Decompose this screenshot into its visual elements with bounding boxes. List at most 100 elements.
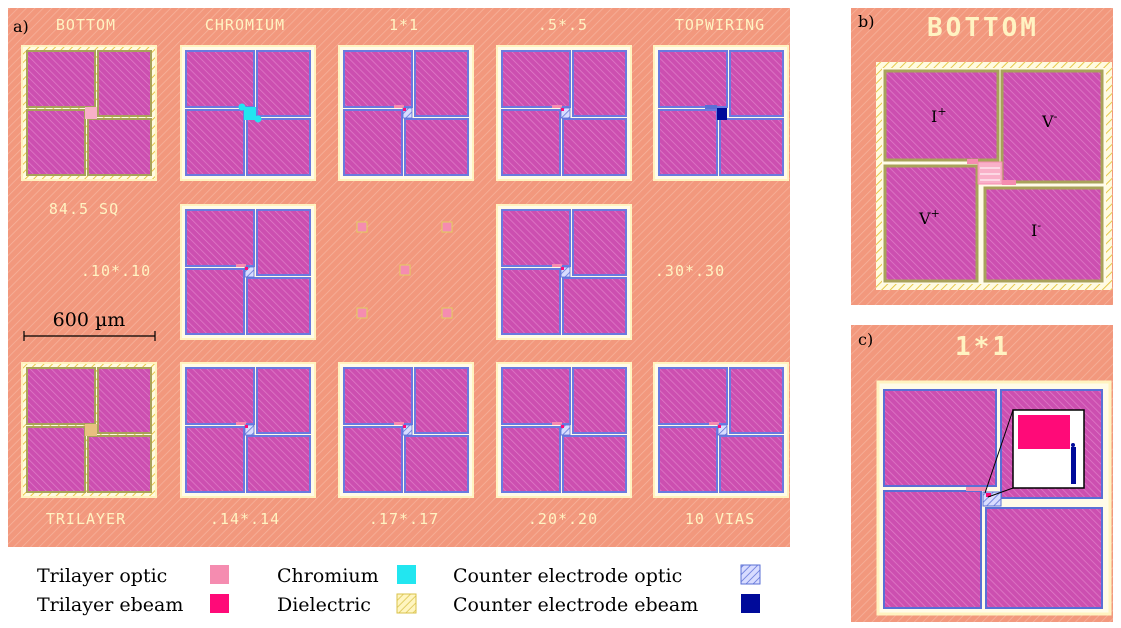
legend: Trilayer optic Chromium Counter electrod… [8, 549, 790, 621]
chip-pad [572, 367, 627, 434]
pin-label-v-plus: V+ [918, 207, 940, 228]
junction-ce [402, 107, 413, 119]
chip-pad [562, 118, 627, 176]
legend-label-ce-ebeam: Counter electrode ebeam [453, 594, 698, 616]
pad-i-minus [983, 186, 1104, 283]
trilayer-lead [552, 422, 562, 425]
trilayer-lead [552, 105, 562, 108]
chip-030x030 [496, 204, 632, 340]
chip-pad [658, 367, 728, 425]
junction-ce [560, 424, 571, 436]
junction-ebeam [561, 108, 564, 111]
junction-ce [402, 424, 413, 436]
junction-chromium [244, 107, 256, 120]
junction-ebeam [403, 425, 406, 428]
chip-pad [246, 118, 311, 176]
junction-ebeam [718, 425, 721, 428]
chip-pad [256, 209, 311, 276]
lead-trilayer-1 [967, 159, 978, 164]
pin-label-i-minus: I- [1031, 219, 1041, 240]
chip-pad [26, 426, 86, 493]
junction-ce [982, 491, 1002, 507]
junction-ce [244, 424, 255, 436]
label-010x010: .10*.10 [81, 262, 151, 280]
trilayer-lead [236, 264, 246, 267]
pad-bottom-right [985, 507, 1103, 609]
chip-pad [343, 426, 403, 493]
pad-v-minus [1000, 69, 1104, 184]
chip-017x017 [338, 362, 474, 498]
chip-chromium [180, 45, 316, 181]
panel-b: b) BOTTOM I+ V- V+ I- [851, 8, 1113, 305]
junction-ce [244, 266, 255, 278]
chip-label-bottom: BOTTOM [56, 16, 116, 34]
label-84-5-sq: 84.5 SQ [49, 200, 119, 218]
chip-pad [185, 426, 245, 493]
chip-pad [185, 367, 255, 425]
chip-pad [404, 435, 469, 493]
chip-pad [343, 109, 403, 176]
junction-trilayer [977, 161, 1003, 185]
legend-swatch-trilayer-optic [210, 565, 229, 584]
chip-1x1 [338, 45, 474, 181]
panel-a: a) BOTTOM CHROMIUM 1*1 .5*.5 TOPWIRING 8… [8, 8, 790, 547]
chip-trilayer [21, 362, 157, 498]
chip-pad [501, 209, 571, 267]
inset-ce-ebeam [1071, 447, 1076, 484]
chip-bottom [21, 45, 157, 181]
chip-pad [26, 109, 86, 176]
zoom-line-2 [987, 487, 1014, 498]
chip-020x020 [496, 362, 632, 498]
junction-ce [560, 266, 571, 278]
chip-pad [501, 50, 571, 108]
chip-pad [658, 109, 718, 176]
chip-pad [729, 50, 784, 117]
chip-pad [185, 50, 255, 108]
legend-swatch-dielectric [396, 593, 417, 614]
panel-c-label: c) [858, 330, 873, 349]
chip-label-chromium: CHROMIUM [205, 16, 285, 34]
scale-bar: 600 µm [23, 309, 156, 341]
chip-label-014x014: .14*.14 [210, 510, 280, 528]
chip-label-10-vias: 10 VIAS [685, 510, 755, 528]
legend-swatch-ce-ebeam [741, 594, 760, 613]
chip-pad [501, 109, 561, 176]
chip-010x010 [180, 204, 316, 340]
chromium-dot [254, 115, 262, 123]
chip-pad [87, 118, 152, 176]
junction-trilayer [85, 107, 97, 119]
panel-c: c) 1*1 [851, 325, 1113, 622]
panel-b-label: b) [858, 12, 874, 31]
legend-label-ce-optic: Counter electrode optic [453, 565, 682, 587]
chip-label-05x05: .5*.5 [538, 16, 588, 34]
pad-i-plus [883, 69, 1000, 162]
chip-pad [562, 277, 627, 335]
pad-v-plus [883, 164, 979, 283]
chip-pad [97, 50, 152, 117]
chip-pad [414, 50, 469, 117]
chip-pad [658, 50, 728, 108]
chip-pad [97, 367, 152, 434]
chip-label-1x1: 1*1 [389, 16, 419, 34]
trilayer-lead [552, 264, 562, 267]
pin-label-v-minus: V- [1041, 110, 1058, 131]
chip-pad [343, 50, 413, 108]
chip-pad [501, 268, 561, 335]
legend-swatch-trilayer-ebeam [210, 594, 229, 613]
pin-label-i-plus: I+ [931, 105, 947, 126]
trilayer-lead [709, 422, 719, 425]
trilayer-lead [394, 422, 404, 425]
chip-pad [256, 367, 311, 434]
chip-10-vias [653, 362, 789, 498]
alignment-mark [356, 307, 368, 319]
zoom-line-1 [984, 409, 1014, 494]
chip-pad [719, 435, 784, 493]
chip-pad [658, 426, 718, 493]
chip-pad [246, 277, 311, 335]
trilayer-lead [236, 422, 246, 425]
junction-ce [560, 107, 571, 119]
chip-label-trilayer: TRILAYER [46, 510, 126, 528]
chip-pad [185, 209, 255, 267]
pad-top-left [883, 389, 997, 487]
chip-label-020x020: .20*.20 [528, 510, 598, 528]
